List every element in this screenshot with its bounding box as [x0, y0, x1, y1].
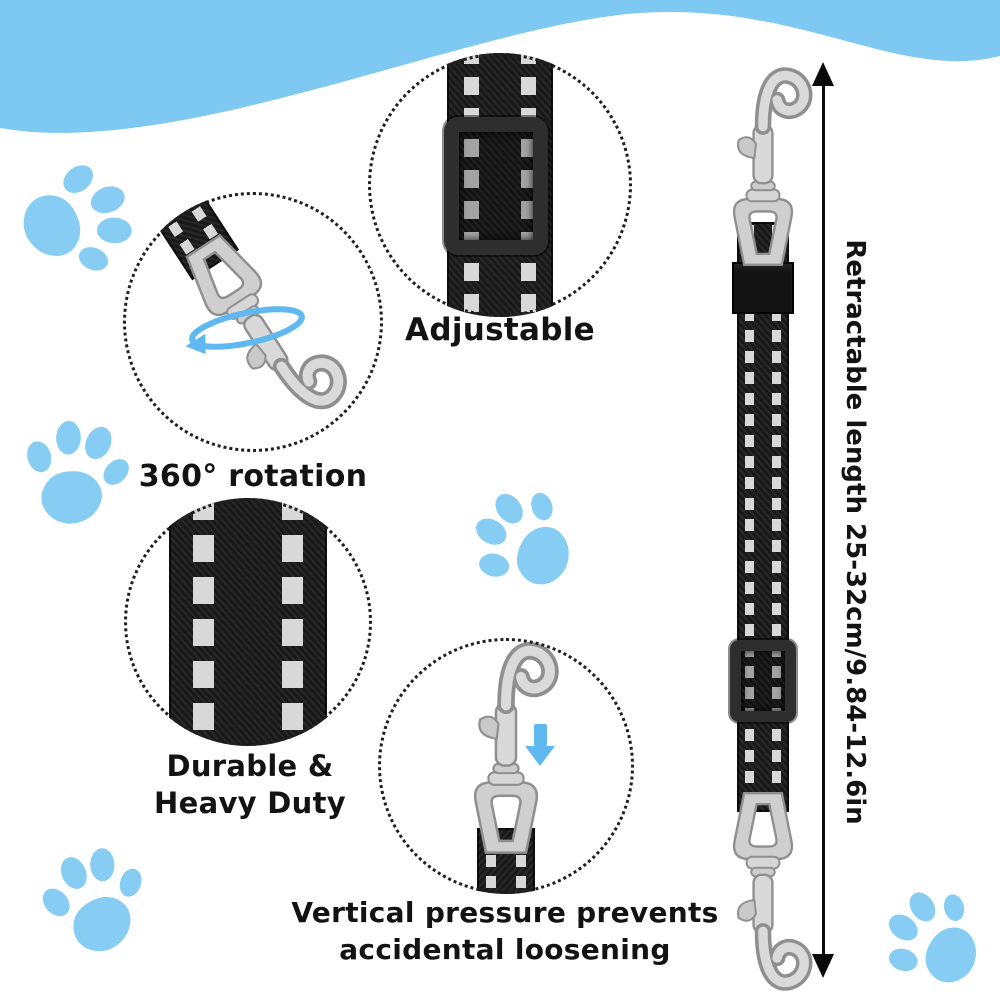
durable-label-line2: Heavy Duty [154, 786, 346, 820]
wave-banner [0, 0, 1000, 133]
paw-print-icon [26, 833, 159, 966]
paw-print-icon [11, 151, 145, 285]
durable-label: Durable & Heavy Duty [100, 748, 400, 822]
paw-print-icon [446, 466, 598, 618]
reflective-stitch [772, 225, 781, 809]
strap-fold-stitching [732, 262, 794, 314]
double-ended-arrow-icon [812, 62, 834, 86]
retractable-length-label: Retractable length 25-32cm/9.84-12.6in [840, 239, 870, 825]
reflective-stitch [745, 225, 754, 809]
durable-label-line1: Durable & [166, 749, 334, 783]
snap-hook-icon [708, 790, 818, 1000]
rotation-callout-circle [123, 192, 383, 452]
paw-print-icon [858, 866, 1000, 1000]
pressure-callout-circle [378, 638, 634, 894]
adjustable-label: Adjustable [405, 312, 595, 348]
pressure-label-line1: Vertical pressure prevents [291, 896, 719, 929]
snap-hook-icon [708, 56, 818, 268]
pressure-label: Vertical pressure prevents accidental lo… [270, 894, 740, 968]
double-ended-arrow-icon [812, 954, 834, 978]
rotation-label: 360° rotation [138, 459, 368, 494]
pressure-label-line2: accidental loosening [339, 933, 671, 966]
dimension-line [822, 84, 825, 956]
durable-callout-circle [124, 498, 372, 746]
adjustable-callout-circle [368, 53, 632, 317]
product-adjuster-buckle [730, 640, 796, 722]
